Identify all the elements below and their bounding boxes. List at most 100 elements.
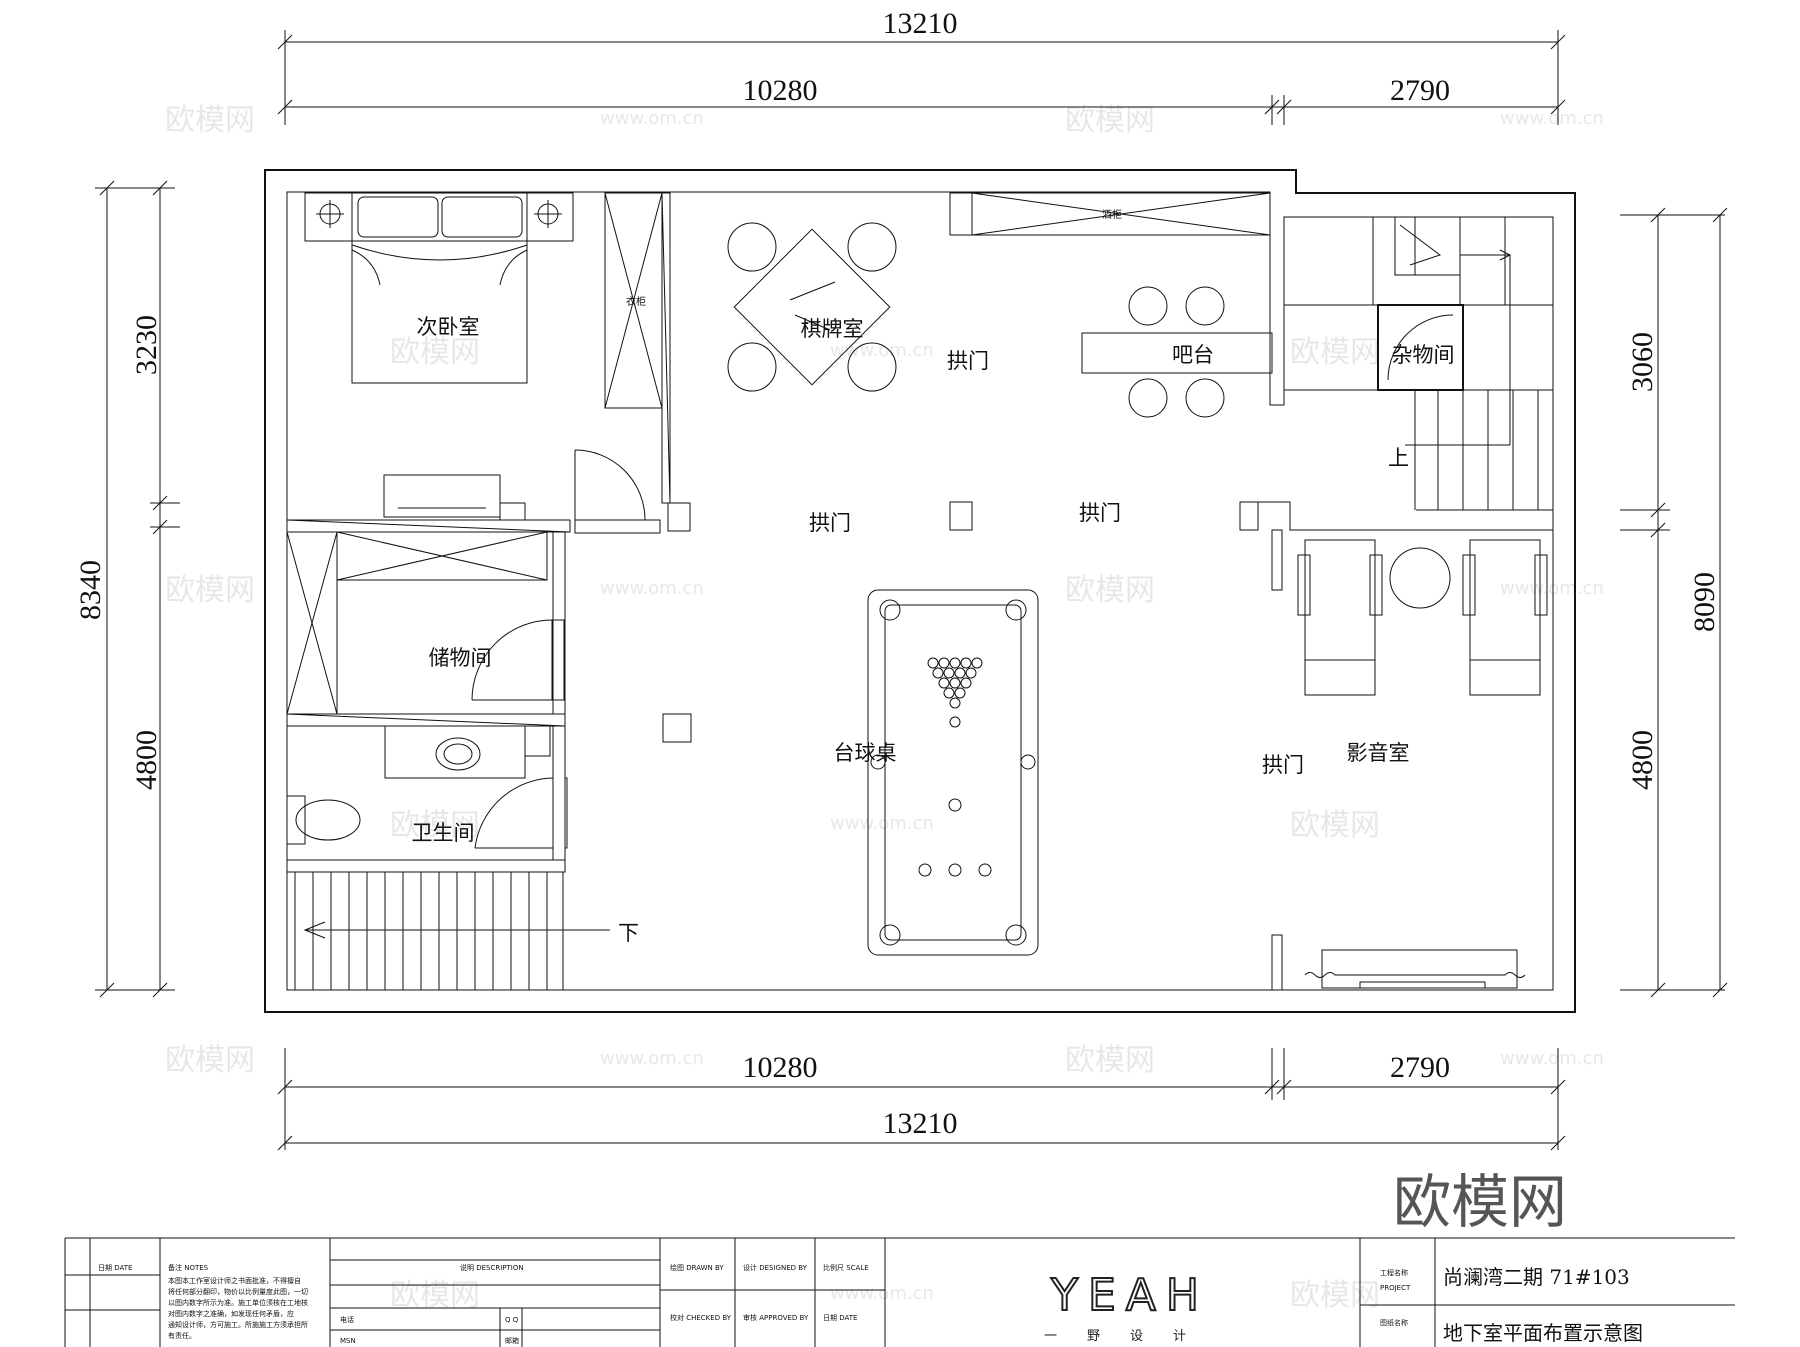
- tb-project-label: 工程名称: [1380, 1268, 1408, 1277]
- watermark-text: 欧模网: [1290, 808, 1380, 843]
- double-bed: [351, 192, 528, 384]
- watermark-url: www.om.cn: [1500, 578, 1604, 599]
- toilet-icon: [295, 799, 361, 841]
- stair-label-down: 下: [618, 921, 639, 945]
- tb-designed-by: 设计 DESIGNED BY: [743, 1263, 808, 1272]
- chair-icon: [847, 222, 897, 272]
- door-swing: [474, 777, 556, 849]
- column: [662, 713, 692, 743]
- tb-notes-text: 通知设计师，方可施工。所施施工方须承担所: [168, 1320, 308, 1329]
- tb-notes-text: 对图内数字之准确，如发现任何矛盾，应: [168, 1309, 294, 1318]
- room-label-chess: 棋牌室: [801, 317, 864, 341]
- tb-project-label-en: PROJECT: [1380, 1284, 1411, 1292]
- door-swing: [471, 619, 553, 701]
- arch-door-label: 拱门: [1262, 753, 1304, 777]
- down-stairs: 下: [294, 872, 639, 990]
- side-table: [1389, 547, 1451, 609]
- bathroom-area: 卫生间: [286, 725, 568, 873]
- tb-drawn-by: 绘图 DRAWN BY: [670, 1263, 724, 1272]
- watermark-text: 欧模网: [1290, 1278, 1380, 1313]
- tb-phone: 电话: [340, 1315, 354, 1324]
- watermark-text: 欧模网: [1065, 103, 1155, 138]
- watermark-text: 欧模网: [1065, 1043, 1155, 1078]
- tb-date2: 日期 DATE: [823, 1314, 857, 1322]
- storage-area: 储物间: [286, 519, 571, 727]
- chess-room-area: 棋牌室 拱门: [727, 222, 989, 392]
- stool-icon: [1128, 378, 1168, 418]
- watermark-url: www.om.cn: [830, 813, 934, 834]
- utility-room: [1377, 304, 1464, 391]
- arch-door-label: 拱门: [1079, 501, 1121, 525]
- chair-icon: [847, 342, 897, 392]
- dim-right-lower: 4800: [1626, 730, 1659, 790]
- dim-left-width-top: 10280: [743, 74, 818, 107]
- door-swing: [574, 449, 646, 521]
- bedroom-area: 次卧室 衣柜: [304, 192, 691, 534]
- stair-label-up: 上: [1388, 446, 1409, 470]
- recliner-icon: [1304, 539, 1376, 696]
- theater-area: 影音室: [1239, 501, 1553, 991]
- watermark-text: 欧模网: [165, 573, 255, 608]
- tb-notes-text: 以图内数字所示为准。施工单位须核在工地核: [168, 1298, 308, 1307]
- bar-area: 酒柜 吧台: [949, 192, 1273, 418]
- watermark-url: www.om.cn: [830, 1283, 934, 1304]
- top-dimensions: 13210 10280 2790: [277, 7, 1566, 125]
- chair-icon: [727, 222, 777, 272]
- room-label-bar: 吧台: [1172, 343, 1214, 367]
- dim-right-upper: 3060: [1626, 332, 1659, 392]
- watermark-url: www.om.cn: [1500, 108, 1604, 129]
- stool-icon: [1128, 286, 1168, 326]
- watermark-text: 欧模网: [1290, 335, 1380, 370]
- tb-email: 邮箱: [505, 1336, 519, 1345]
- sink-icon: [435, 737, 481, 771]
- dim-left-upper: 3230: [130, 315, 163, 375]
- dim-right-total: 8090: [1688, 572, 1721, 632]
- chess-table: [733, 228, 891, 386]
- dim-overall-height: 8340: [74, 560, 107, 620]
- arch-door-label: 拱门: [809, 511, 851, 535]
- chair-icon: [727, 342, 777, 392]
- tb-notes-text: 本图本工作室设计师之书面批准，不得擅自: [168, 1276, 301, 1285]
- room-label-storage: 储物间: [429, 646, 492, 670]
- watermark-text: 欧模网: [165, 103, 255, 138]
- watermark-text: 欧模网: [390, 335, 480, 370]
- left-dimensions: 8340 3230 4800: [74, 180, 180, 998]
- watermark-url: www.om.cn: [600, 578, 704, 599]
- dim-left-width-bottom: 10280: [743, 1051, 818, 1084]
- tb-msn: MSN: [340, 1337, 356, 1345]
- tb-checked-by: 校对 CHECKED BY: [670, 1313, 732, 1322]
- recliner-icon: [1469, 539, 1541, 696]
- room-label-bedroom: 次卧室: [417, 315, 480, 339]
- studio-logo-sub: 一野设计: [1044, 1329, 1216, 1344]
- dim-left-lower: 4800: [130, 730, 163, 790]
- wine-cabinet: [971, 192, 1271, 236]
- watermark-url: www.om.cn: [600, 1048, 704, 1069]
- studio-logo: YEAH: [1050, 1270, 1209, 1321]
- furniture-label-billiards: 台球桌: [834, 741, 897, 765]
- tb-project-name: 尚澜湾二期 71#103: [1443, 1265, 1630, 1289]
- watermark-url: www.om.cn: [600, 108, 704, 129]
- tb-drawing-name: 地下室平面布置示意图: [1443, 1321, 1643, 1345]
- watermark-layer: 欧模网 www.om.cn 欧模网 www.om.cn 欧模网 www.om.c…: [165, 103, 1604, 1313]
- room-label-theater: 影音室: [1347, 741, 1410, 765]
- tb-notes: 备注 NOTES: [168, 1263, 209, 1272]
- column: [949, 501, 973, 531]
- central-hall: 拱门 拱门 拱门: [662, 501, 1304, 777]
- watermark-text: 欧模网: [165, 1043, 255, 1078]
- title-block: 日期 DATE 备注 NOTES 本图本工作室设计师之书面批准，不得擅自 将任何…: [64, 1237, 1735, 1347]
- room-label-utility: 杂物间: [1392, 343, 1455, 367]
- stool-icon: [1185, 286, 1225, 326]
- bottom-dimensions: 10280 2790 13210: [277, 1048, 1566, 1151]
- tb-drawing-label: 图纸名称: [1380, 1318, 1408, 1327]
- outer-walls: [264, 169, 1576, 1013]
- tb-qq: Q Q: [505, 1316, 519, 1324]
- watermark-url: www.om.cn: [1500, 1048, 1604, 1069]
- tb-description: 说明 DESCRIPTION: [460, 1263, 524, 1272]
- dim-right-width-top: 2790: [1390, 74, 1450, 107]
- utility-stair-area: 杂物间 上: [1284, 216, 1553, 511]
- tb-scale: 比例尺 SCALE: [823, 1263, 869, 1272]
- desk: [383, 474, 501, 518]
- room-label-bathroom: 卫生间: [412, 821, 475, 845]
- dim-overall-width-bottom: 13210: [883, 1107, 958, 1140]
- arch-door-label: 拱门: [947, 349, 989, 373]
